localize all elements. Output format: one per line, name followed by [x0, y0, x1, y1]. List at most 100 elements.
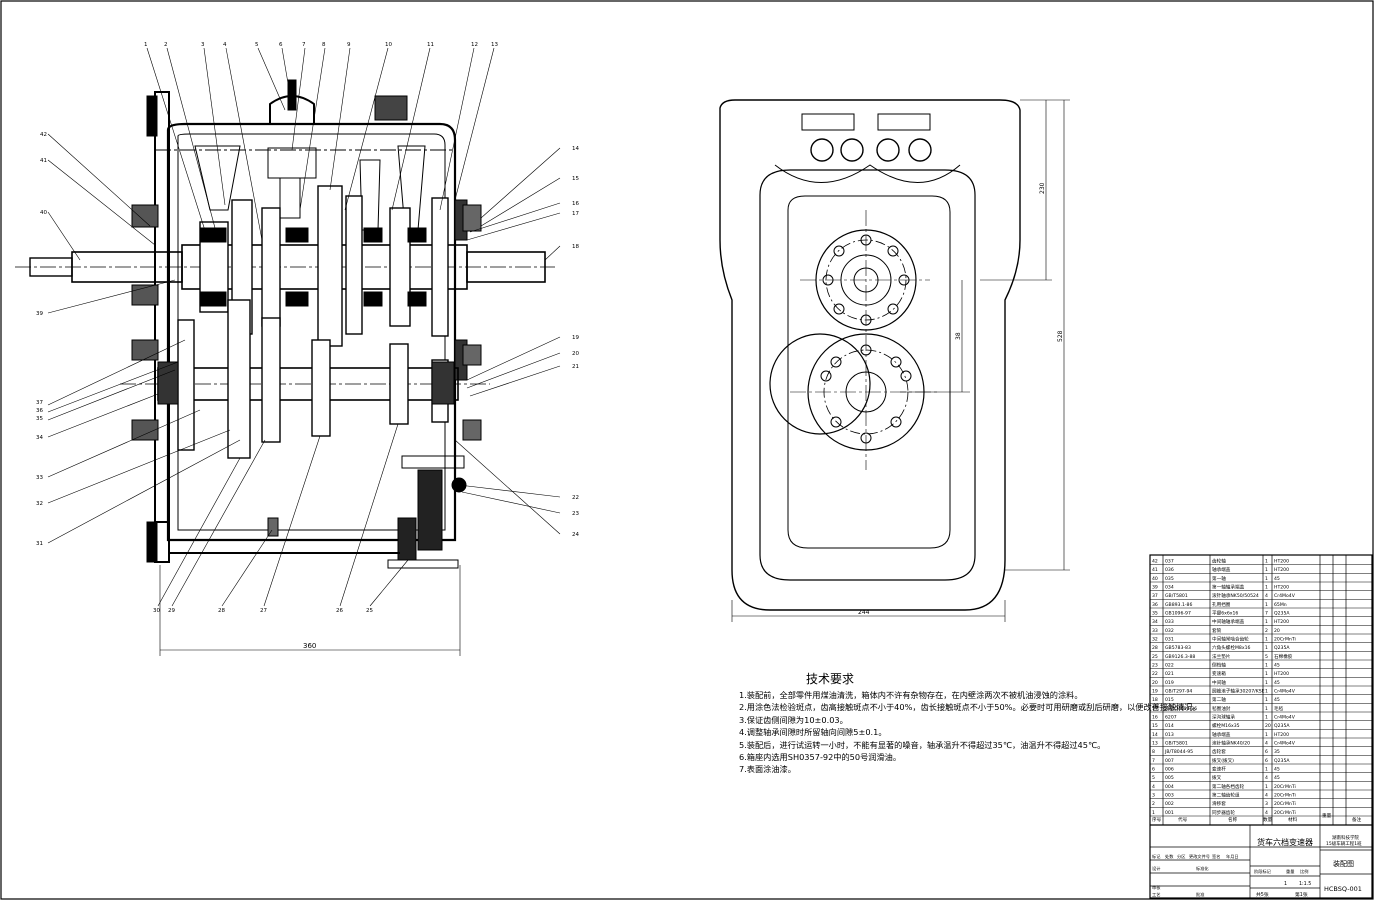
front-leader-lines: [47, 47, 561, 656]
bom-table-grid: [1149, 554, 1373, 899]
bom-cell-no: 25: [1152, 654, 1158, 660]
leader-number: 33: [36, 475, 43, 481]
leader-number: 6: [279, 42, 283, 48]
bom-cell-name: 中间轴轴承端盖: [1212, 618, 1245, 625]
bom-cell-name: 中间轴常啮合齿轮: [1212, 635, 1249, 642]
leader-number: 8: [322, 42, 326, 48]
bom-cell-mat: HT200: [1274, 558, 1289, 564]
leader-number: 18: [572, 244, 579, 250]
bom-cell-code: JB/ZQ4606-86: [1164, 706, 1197, 712]
bom-cell-qty: 1: [1265, 645, 1268, 651]
bom-cell-mat: HT200: [1274, 732, 1289, 738]
bom-cell-qty: 1: [1265, 784, 1268, 790]
leader-number: 7: [302, 42, 306, 48]
bom-cell-code: 015: [1165, 697, 1174, 703]
bom-cell-name: 同步器齿轮: [1212, 809, 1235, 816]
bom-cell-mat: Cr4Mo4V: [1274, 688, 1296, 694]
label-design: 设计: [1152, 865, 1160, 872]
bom-cell-no: 6: [1152, 766, 1155, 772]
bom-cell-no: 18: [1152, 697, 1158, 703]
bom-cell-no: 28: [1152, 645, 1158, 651]
bom-cell-code: 006: [1165, 766, 1174, 772]
requirement-item: 5.装配后，进行试运转一小时，不能有显著的噪音，轴承温升不得超过35℃，油温升不…: [739, 739, 1106, 750]
leader-numbers-left: 42 41 40 39 37 36 35 34 33 32 31: [36, 132, 47, 547]
bom-cell-qty: 1: [1265, 766, 1268, 772]
leader-number: 4: [223, 42, 227, 48]
bom-cell-mat: Cr4Mo4V: [1274, 593, 1296, 599]
leader-number: 30: [153, 608, 160, 614]
bom-cell-no: 5: [1152, 775, 1155, 781]
bom-cell-name: 第二轴各档齿轮: [1212, 783, 1245, 790]
leader-number: 32: [36, 501, 43, 507]
bom-header-no: 序号: [1152, 816, 1162, 823]
dimension-upper-height: 230: [1039, 182, 1046, 194]
bom-cell-no: 14: [1152, 732, 1158, 738]
leader-number: 10: [385, 42, 392, 48]
bom-cell-mat: HT200: [1274, 584, 1289, 590]
leader-numbers-right: 14 15 16 17 18 19 20 21 22 23 24: [572, 146, 579, 538]
bom-cell-no: 20: [1152, 680, 1158, 686]
leader-number: 15: [572, 176, 579, 182]
side-view: [719, 99, 1070, 622]
label-scale: 比例: [1300, 868, 1308, 875]
bom-cell-code: 001: [1165, 810, 1174, 816]
bom-cell-name: 深沟球轴承: [1212, 713, 1235, 720]
label-count: 处数: [1165, 853, 1174, 860]
bom-cell-qty: 5: [1265, 654, 1268, 660]
bom-cell-no: 13: [1152, 740, 1158, 746]
bom-cell-code: GB893.1-86: [1165, 602, 1192, 608]
leader-number: 36: [36, 408, 43, 414]
scale: 1:1.5: [1299, 881, 1311, 887]
leader-number: 27: [260, 608, 267, 614]
leader-number: 34: [36, 435, 43, 441]
bom-cell-mat: 35: [1274, 749, 1280, 755]
bom-cell-no: 42: [1152, 558, 1158, 564]
bom-cell-code: 019: [1165, 680, 1174, 686]
label-weight: 重量: [1286, 868, 1294, 875]
dimension-center-distance: 38: [955, 332, 962, 340]
label-sign: 签名: [1212, 853, 1220, 860]
bom-cell-name: 滑移套: [1212, 800, 1226, 807]
bom-cell-mat: 20CrMnTi: [1274, 801, 1296, 807]
front-section-view: [15, 79, 555, 569]
bom-cell-code: 6207: [1165, 714, 1177, 720]
leader-number: 40: [40, 210, 47, 216]
bom-cell-no: 1: [1152, 810, 1155, 816]
bom-cell-code: GB1096-97: [1165, 610, 1191, 616]
dimension-side-width: 244: [858, 609, 870, 616]
bom-cell-qty: 1: [1265, 671, 1268, 677]
bom-cell-name: 第二轴: [1212, 696, 1226, 703]
bom-header-qty: 数量: [1263, 816, 1273, 823]
leader-number: 1: [144, 42, 148, 48]
class-name: 15级车辆工程1班: [1326, 840, 1362, 847]
requirement-item: 6.箱座内选用SH0357-92中的50号润滑油。: [739, 752, 902, 763]
bom-cell-code: 037: [1165, 558, 1174, 564]
bom-cell-mat: 45: [1274, 576, 1280, 582]
leader-number: 19: [572, 335, 579, 341]
leader-number: 21: [572, 364, 579, 370]
bom-cell-code: 003: [1165, 792, 1174, 798]
bom-cell-mat: 石棉橡胶: [1274, 653, 1293, 660]
bom-cell-code: 014: [1165, 723, 1174, 729]
bom-header: 序号 代号 名称 数量 材料 重量 备注: [1152, 812, 1362, 823]
leader-number: 5: [255, 42, 259, 48]
bom-cell-name: 平键6x6x16: [1212, 609, 1238, 616]
requirement-item: 7.表面涂油漆。: [739, 764, 796, 775]
bom-header-weight: 重量: [1322, 812, 1332, 819]
school-name: 湖南科技学院: [1332, 834, 1359, 841]
sheets-total: 共5张: [1256, 891, 1269, 898]
label-standard: 标准化: [1196, 865, 1209, 872]
bom-cell-mat: 20CrMnTi: [1274, 784, 1296, 790]
bom-cell-qty: 1: [1265, 732, 1268, 738]
bom-cell-no: 32: [1152, 636, 1158, 642]
label-mark: 标记: [1152, 853, 1161, 860]
technical-requirements-title: 技术要求: [806, 672, 855, 686]
bom-cell-no: 2: [1152, 801, 1155, 807]
leader-number: 31: [36, 541, 43, 547]
leader-number: 22: [572, 495, 579, 501]
bom-cell-name: 法兰垫片: [1212, 653, 1231, 660]
bom-cell-name: 中间轴: [1212, 679, 1226, 686]
bom-cell-code: 002: [1165, 801, 1174, 807]
bom-cell-mat: Cr4Mo4V: [1274, 740, 1296, 746]
bom-cell-qty: 1: [1265, 697, 1268, 703]
